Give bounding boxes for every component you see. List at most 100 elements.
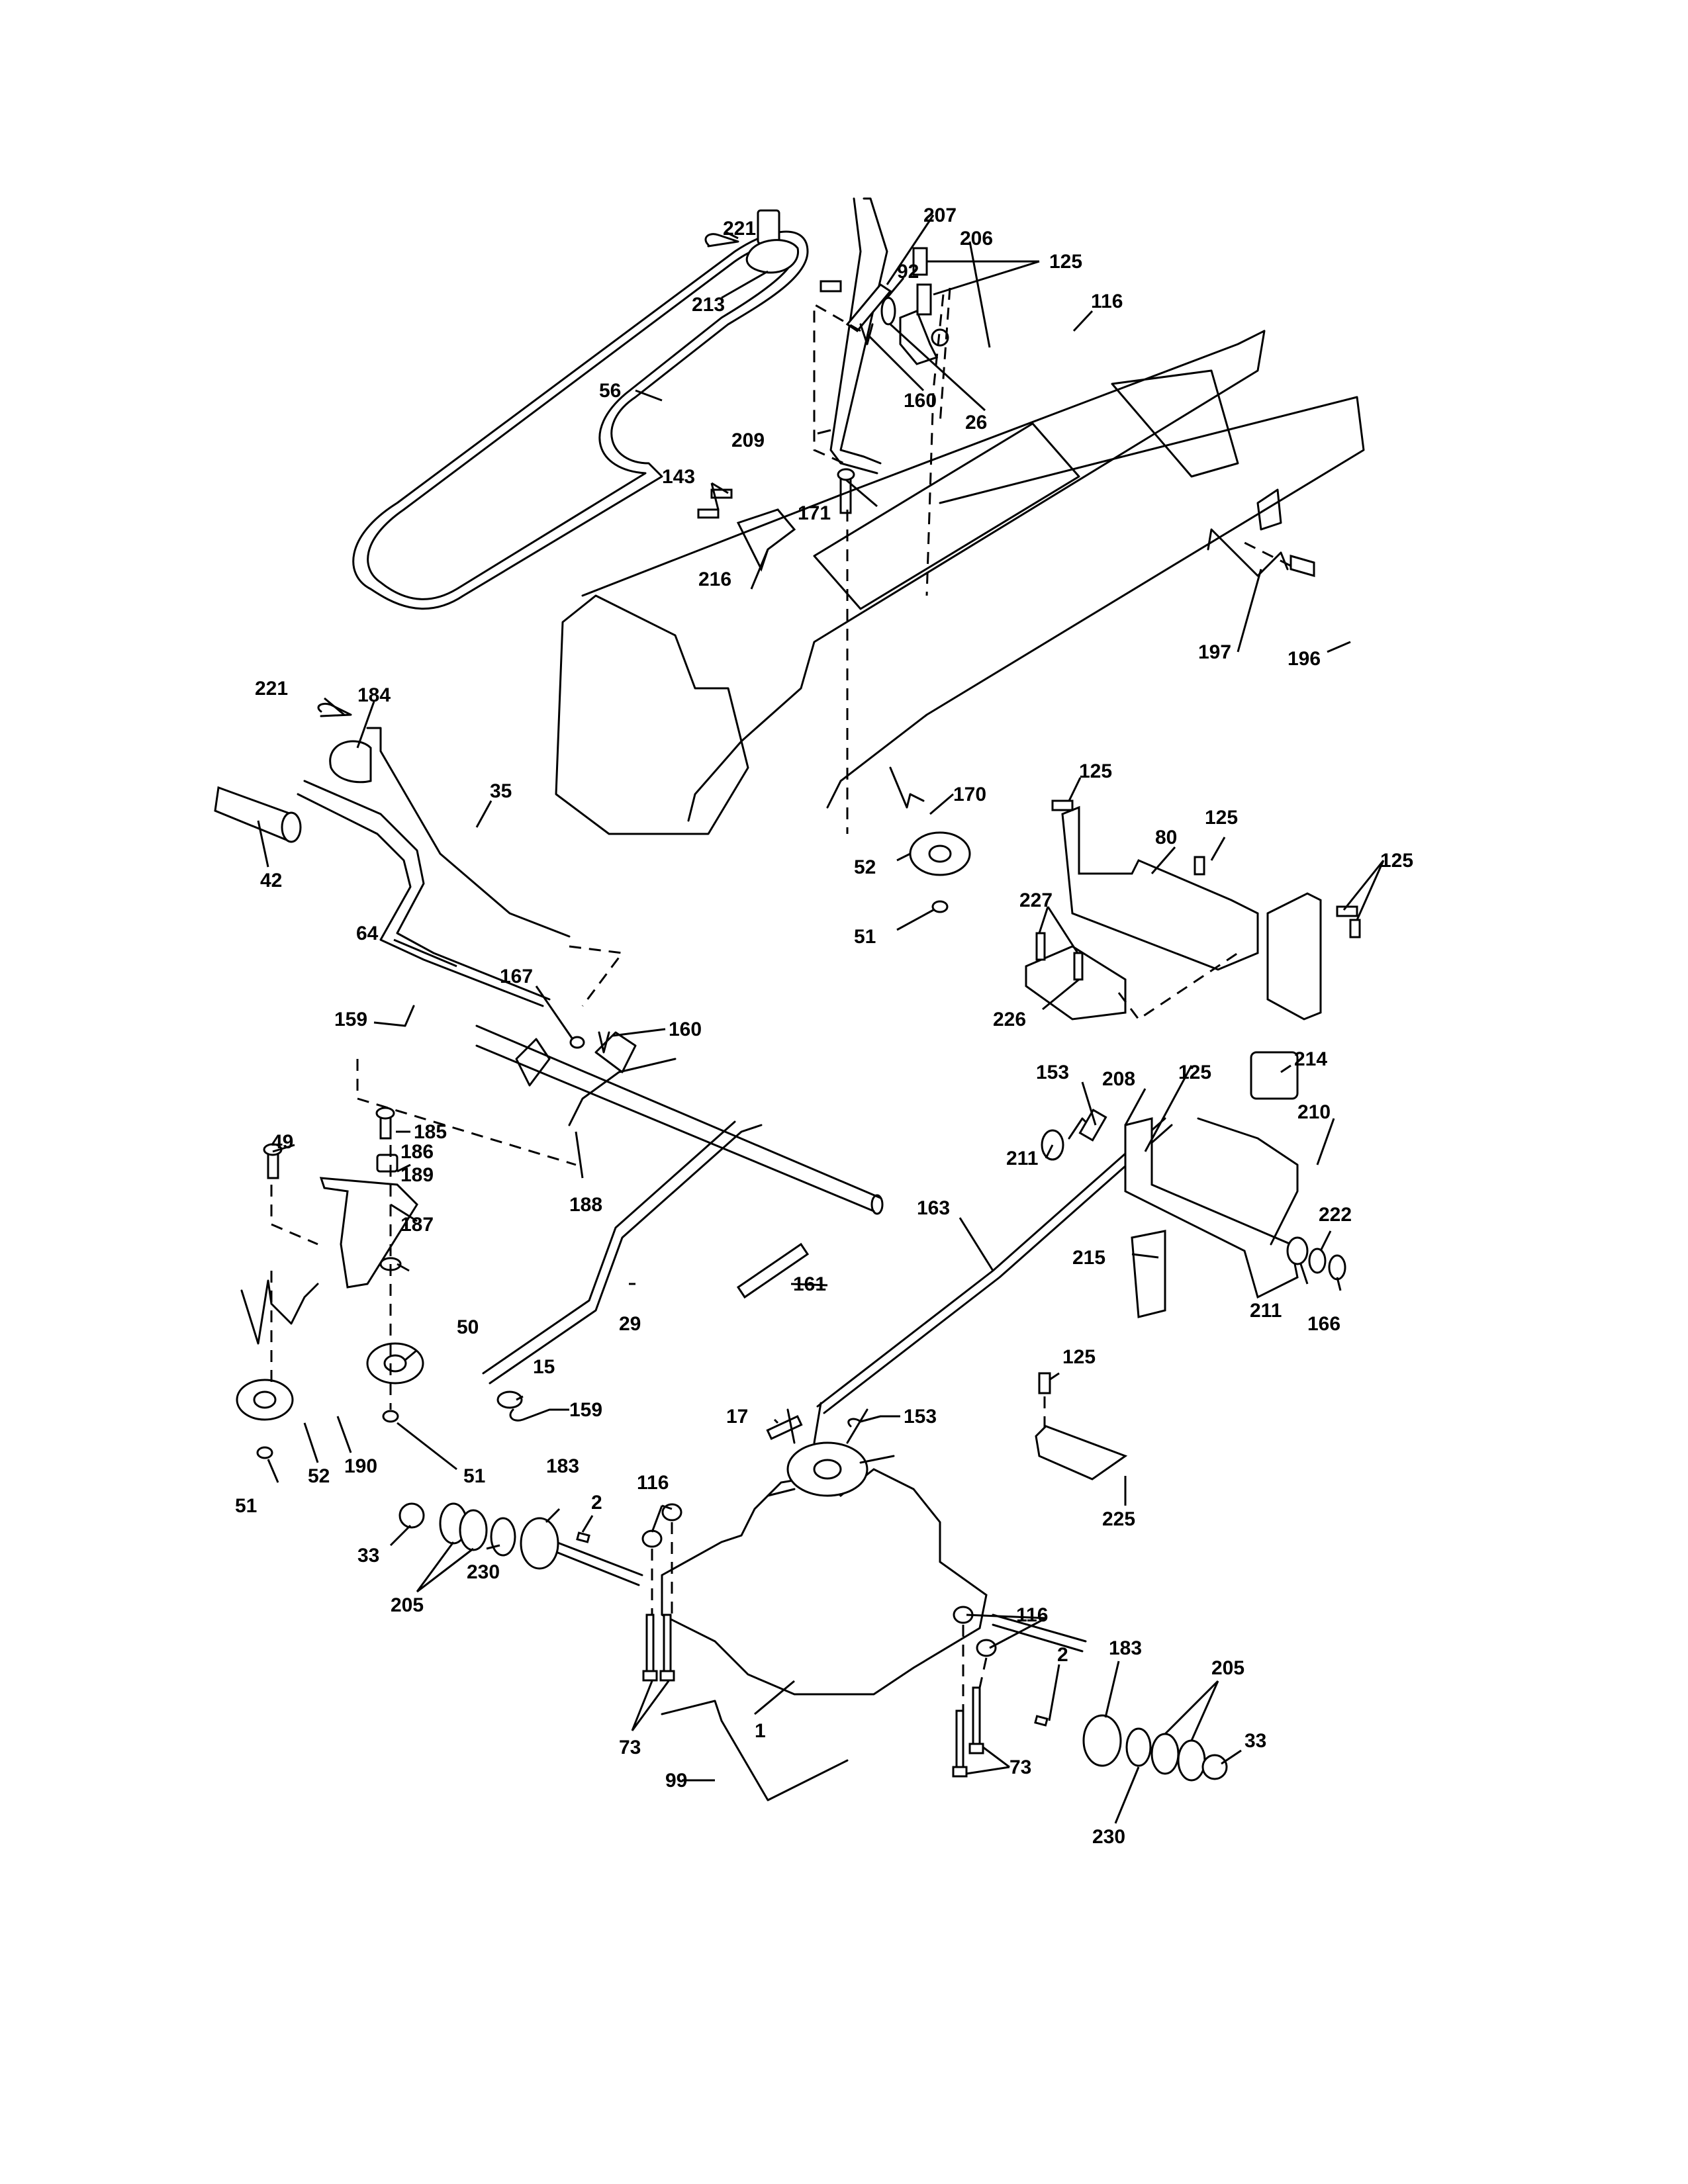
callout-196: 196 [1288,648,1321,670]
callout-80: 80 [1155,827,1177,848]
callout-208: 208 [1102,1068,1135,1090]
callout-159-b: 159 [569,1399,602,1421]
callout-125-d: 125 [1380,850,1413,872]
callout-2-b: 2 [1057,1644,1068,1666]
callout-64: 64 [356,923,379,944]
spring-208 [1078,1109,1107,1142]
callout-163: 163 [917,1197,950,1219]
washer-15 [496,1390,523,1409]
callout-153-b: 153 [904,1406,937,1428]
callout-205-b: 205 [1211,1657,1244,1679]
callout-187: 187 [400,1214,434,1236]
callout-207: 207 [923,205,957,226]
callout-49: 49 [271,1131,293,1153]
callout-116-c: 116 [1016,1604,1048,1626]
callout-29: 29 [619,1313,641,1335]
callout-189: 189 [400,1164,434,1186]
callout-116: 116 [1091,291,1123,312]
bracket-216 [736,508,796,572]
callout-1: 1 [755,1720,766,1742]
bolts-73-right [952,1686,984,1778]
callout-160-b: 160 [669,1019,702,1040]
rod-35 [366,727,571,938]
pedal-pad-215 [1131,1230,1166,1318]
callout-211: 211 [1006,1148,1038,1169]
callout-166: 166 [1307,1313,1340,1335]
callout-52: 52 [854,856,876,878]
knob-213 [745,209,799,274]
rod-29 [482,1120,763,1385]
callout-labels: 221 213 207 206 125 92 116 56 160 26 209… [235,205,1413,1848]
callout-206: 206 [960,228,993,250]
callout-210: 210 [1297,1101,1331,1123]
callout-35: 35 [490,780,512,802]
callout-167: 167 [500,966,533,987]
callout-161: 161 [793,1273,826,1295]
nuts-116-right [953,1606,997,1657]
nut-116-top [931,328,949,347]
callout-230-b: 230 [1092,1826,1125,1848]
bushing-186 [376,1154,399,1173]
callout-186: 186 [400,1141,434,1163]
callout-51-b: 51 [463,1465,485,1487]
callout-73-b: 73 [1009,1756,1031,1778]
callout-153: 153 [1036,1062,1069,1083]
nuts-116-left [641,1503,682,1548]
callout-73: 73 [619,1737,641,1758]
transaxle-1 [555,1402,1087,1696]
callout-183: 183 [546,1455,579,1477]
callout-51-c: 51 [235,1495,257,1517]
hairpin-clip-221 [704,233,739,248]
leader-lines [257,214,1385,1824]
callout-125-b: 125 [1079,760,1112,782]
callout-33-b: 33 [1244,1730,1266,1752]
lever-207 [845,283,892,332]
bolt-92 [820,280,842,293]
pin-159 [509,1408,551,1422]
bracket-80 [1061,805,1322,1021]
clip-160-top [859,323,874,345]
callout-52-b: 52 [308,1465,330,1487]
callout-190: 190 [344,1455,377,1477]
bolt-185 [375,1107,395,1140]
callout-125-c: 125 [1205,807,1238,829]
callout-211-b: 211 [1250,1300,1282,1322]
spring-26 [880,296,896,326]
callout-170: 170 [953,784,986,805]
clip-167 [569,1036,585,1049]
callout-215: 215 [1072,1247,1105,1269]
axle-hardware-left [399,1502,590,1570]
callout-184: 184 [357,684,391,706]
axle-hardware-right [1034,1714,1228,1782]
screws-227 [1035,932,1084,981]
callout-15: 15 [533,1356,555,1378]
drive-belt-56 [352,230,809,610]
callout-183-b: 183 [1109,1637,1142,1659]
callout-143: 143 [662,466,695,488]
lift-rod-209 [829,197,888,475]
callout-51: 51 [854,926,876,948]
callout-225: 225 [1102,1508,1135,1530]
hitch-rod-197 [1207,528,1289,577]
pin-159-top [404,1005,415,1027]
nut-51-frame [931,900,949,913]
idler-pulley-52-left [236,1379,294,1421]
callout-99: 99 [665,1770,687,1792]
grip-42 [214,786,302,843]
clip-160 [598,1031,610,1054]
bolt-125-top [912,247,932,316]
callout-230: 230 [467,1561,500,1583]
callout-185: 185 [414,1121,447,1143]
shift-lever-64 [297,780,551,1007]
callout-116-b: 116 [637,1472,669,1494]
callout-209: 209 [731,430,765,451]
callout-56: 56 [599,380,621,402]
pedal-pad-214 [1250,1051,1299,1100]
callout-17: 17 [726,1406,748,1428]
callout-125-f: 125 [1062,1346,1096,1368]
spring-161 [736,1242,810,1299]
nut-51-left [256,1446,273,1459]
callout-213: 213 [692,294,725,316]
bushing-211-right [1286,1236,1309,1265]
